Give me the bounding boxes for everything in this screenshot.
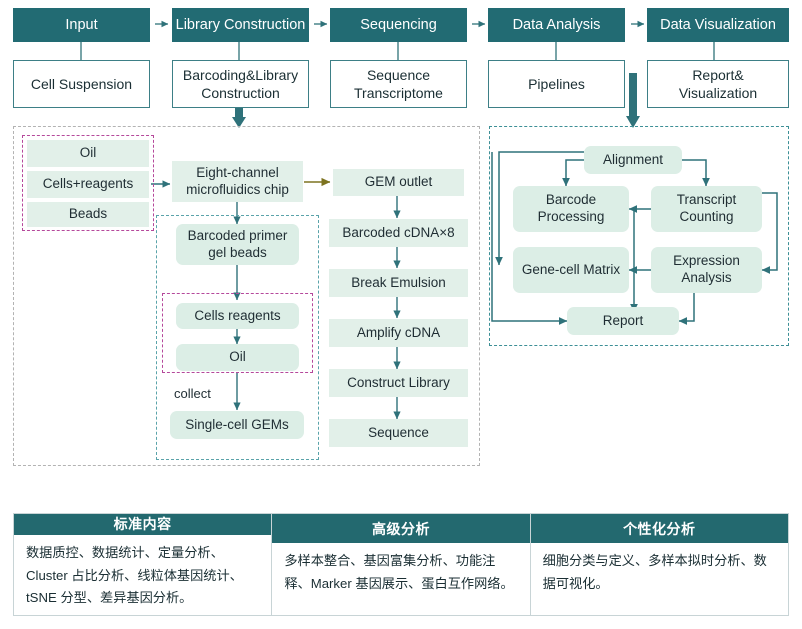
oil-box[interactable]: Oil [176,344,299,371]
table-column-advanced: 高级分析 多样本整合、基因富集分析、功能注释、Marker 基因展示、蛋白互作网… [272,514,531,615]
table-cell-advanced: 多样本整合、基因富集分析、功能注释、Marker 基因展示、蛋白互作网络。 [272,543,530,615]
amplify-cdna[interactable]: Amplify cDNA [329,319,468,347]
gem-subpanel [156,215,319,460]
stage-header-data-analysis[interactable]: Data Analysis [488,8,625,42]
analysis-panel [489,126,789,346]
eight-channel-microfluidics-chip[interactable]: Eight-channel microfluidics chip [172,161,303,202]
break-emulsion[interactable]: Break Emulsion [329,269,468,297]
stage-header-input[interactable]: Input [13,8,150,42]
analysis-content-table: 标准内容 数据质控、数据统计、定量分析、Cluster 占比分析、线粒体基因统计… [13,513,789,616]
table-header-personalized: 个性化分析 [530,514,788,543]
stage-box-cell-suspension[interactable]: Cell Suspension [13,60,150,108]
input-beads[interactable]: Beads [27,202,149,227]
analysis-transcript-counting[interactable]: Transcript Counting [651,186,762,232]
analysis-report[interactable]: Report [567,307,679,335]
analysis-alignment[interactable]: Alignment [584,146,682,174]
stage-box-pipelines[interactable]: Pipelines [488,60,625,108]
stage-box-report-visualization[interactable]: Report& Visualization [647,60,789,108]
cells-oil-group [162,293,313,373]
analysis-barcode-processing[interactable]: Barcode Processing [513,186,629,232]
table-cell-personalized: 细胞分类与定义、多样本拟时分析、数据可视化。 [530,543,788,615]
barcoded-primer-gel-beads[interactable]: Barcoded primer gel beads [176,224,299,265]
table-header-advanced: 高级分析 [272,514,530,543]
stage-header-sequencing[interactable]: Sequencing [330,8,467,42]
table-cell-standard: 数据质控、数据统计、定量分析、Cluster 占比分析、线粒体基因统计、tSNE… [14,534,272,615]
stage-header-data-visualization[interactable]: Data Visualization [647,8,789,42]
construct-library[interactable]: Construct Library [329,369,468,397]
table-header-standard: 标准内容 [14,514,272,535]
single-cell-gems[interactable]: Single-cell GEMs [170,411,304,439]
barcoded-cdna[interactable]: Barcoded cDNA×8 [329,219,468,247]
analysis-expression-analysis[interactable]: Expression Analysis [651,247,762,293]
input-oil[interactable]: Oil [27,140,149,167]
stage-box-barcoding-library-construction[interactable]: Barcoding&Library Construction [172,60,309,108]
table-column-standard: 标准内容 数据质控、数据统计、定量分析、Cluster 占比分析、线粒体基因统计… [14,514,273,615]
analysis-gene-cell-matrix[interactable]: Gene-cell Matrix [513,247,629,293]
stage-box-sequence-transcriptome[interactable]: Sequence Transcriptome [330,60,467,108]
table-column-personalized: 个性化分析 细胞分类与定义、多样本拟时分析、数据可视化。 [530,514,788,615]
arrow-library-to-wetlab [232,106,246,128]
collect-label: collect [174,386,211,401]
cells-reagents-box[interactable]: Cells reagents [176,303,299,329]
wetlab-panel [13,126,480,466]
sequence-box[interactable]: Sequence [329,419,468,447]
gem-outlet[interactable]: GEM outlet [333,169,464,196]
arrow-pipelines-to-analysis [626,73,640,128]
stage-header-library-construction[interactable]: Library Construction [172,8,309,42]
input-cells-reagents[interactable]: Cells+reagents [27,171,149,198]
inputs-group [22,135,154,231]
